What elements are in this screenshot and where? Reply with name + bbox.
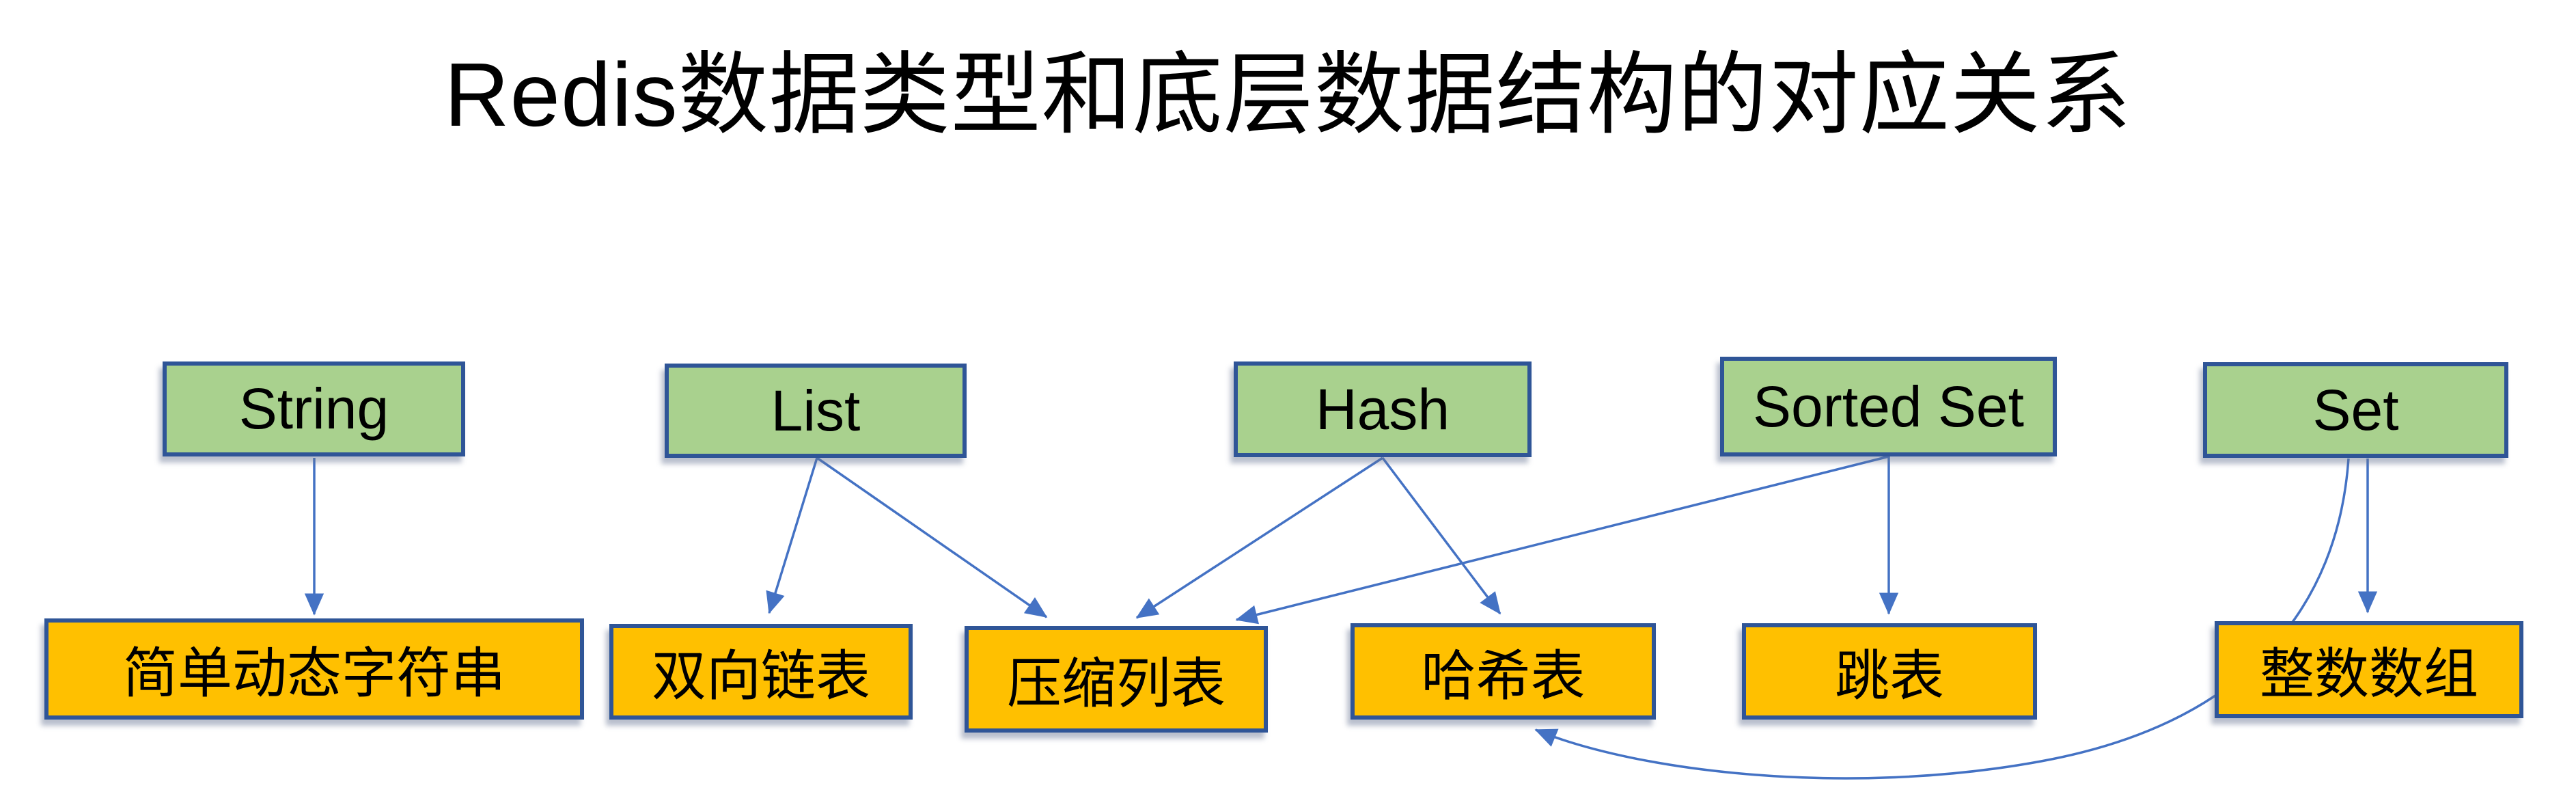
- structure-label-sds: 简单动态字符串: [123, 643, 505, 704]
- structure-label-intset: 整数数组: [2260, 644, 2478, 705]
- type-label-sorted-set: Sorted Set: [1753, 374, 2024, 439]
- edge-hash-to-ziplist: [1135, 456, 1383, 619]
- structure-box-ziplist: 压缩列表: [965, 626, 1268, 733]
- structure-box-linkedlist: 双向链表: [609, 624, 913, 720]
- edge-sorted-set-to-ziplist: [1235, 455, 1889, 625]
- edge-list-to-linkedlist: [766, 457, 818, 614]
- type-label-set: Set: [2312, 377, 2399, 442]
- structure-box-intset: 整数数组: [2215, 621, 2523, 718]
- type-label-string: String: [238, 377, 389, 441]
- structure-label-linkedlist: 双向链表: [652, 646, 870, 707]
- diagram-title: Redis数据类型和底层数据结构的对应关系: [444, 44, 2132, 145]
- type-box-set: Set: [2203, 362, 2508, 458]
- type-label-hash: Hash: [1315, 377, 1450, 441]
- type-label-list: List: [771, 378, 861, 443]
- type-box-string: String: [163, 361, 465, 456]
- type-box-sorted-set: Sorted Set: [1720, 357, 2057, 456]
- edge-hash-to-hashtable: [1381, 456, 1501, 615]
- structure-label-ziplist: 压缩列表: [1007, 653, 1225, 714]
- structure-box-hashtable: 哈希表: [1351, 623, 1656, 720]
- structure-label-skiplist: 跳表: [1835, 645, 1944, 707]
- type-box-hash: Hash: [1234, 361, 1532, 457]
- structure-box-sds: 简单动态字符串: [44, 618, 584, 720]
- type-box-list: List: [665, 364, 967, 458]
- edge-list-to-ziplist: [816, 456, 1048, 618]
- structure-label-hashtable: 哈希表: [1421, 645, 1585, 707]
- edge-set-to-hashtable: [1534, 458, 2350, 780]
- structure-box-skiplist: 跳表: [1742, 623, 2037, 720]
